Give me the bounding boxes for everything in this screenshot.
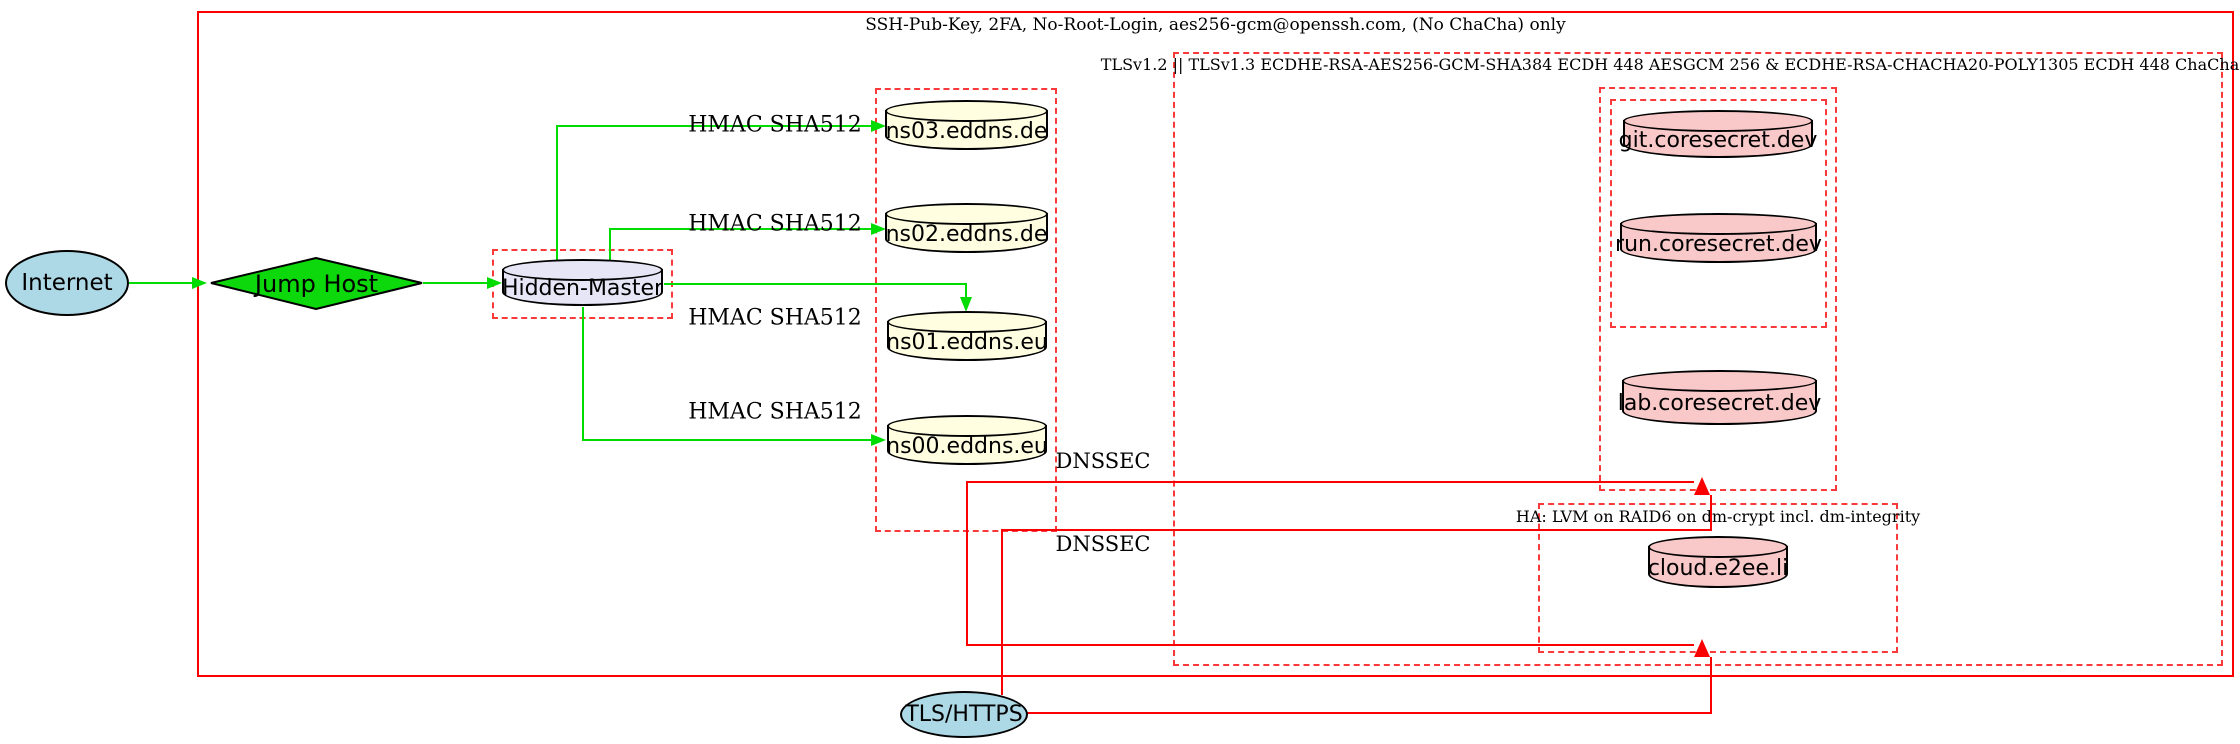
edge-master-ns03-h xyxy=(556,125,872,127)
cluster-ha-label: HA: LVM on RAID6 on dm-crypt incl. dm-in… xyxy=(1515,507,1921,526)
edge-label-dnssec-1: DNSSEC xyxy=(1055,449,1151,473)
node-cloud: cloud.e2ee.li xyxy=(1648,536,1788,588)
edge-label-hmac-1: HMAC SHA512 xyxy=(688,112,862,138)
node-ns03: ns03.eddns.de xyxy=(885,100,1048,150)
ns02-cylinder-top xyxy=(885,203,1048,225)
arrowhead-ha-cluster xyxy=(1694,639,1710,657)
node-ns01-label: ns01.eddns.eu xyxy=(886,329,1048,355)
edge-master-ns03-v xyxy=(556,126,558,261)
edge-internet-jumphost xyxy=(129,282,193,284)
node-run: run.coresecret.dev xyxy=(1615,213,1822,263)
edge-tls-services-up xyxy=(1710,495,1712,531)
lab-cylinder-top xyxy=(1622,370,1817,392)
cluster-tls: TLSv1.2 || TLSv1.3 ECDHE-RSA-AES256-GCM-… xyxy=(1101,52,2240,666)
arrowhead-master xyxy=(487,277,502,289)
node-ns02: ns02.eddns.de xyxy=(885,203,1048,253)
arrowhead-jumphost xyxy=(192,277,207,289)
arrowhead-ns01 xyxy=(960,297,972,312)
node-jump-host: Jump Host xyxy=(210,256,423,311)
edge-label-hmac-4: HMAC SHA512 xyxy=(688,399,862,425)
node-hidden-master-label: Hidden-Master xyxy=(501,276,664,301)
edge-label-hmac-3: HMAC SHA512 xyxy=(688,305,862,331)
hidden-master-cylinder-top xyxy=(502,259,663,281)
arrowhead-ns02 xyxy=(871,223,886,235)
node-hidden-master: Hidden-Master xyxy=(502,259,663,306)
node-jump-host-label: Jump Host xyxy=(254,269,379,298)
run-cylinder-top xyxy=(1620,213,1817,235)
cloud-cylinder-top xyxy=(1648,536,1788,558)
ns03-cylinder-top xyxy=(885,100,1048,122)
node-tls-https: TLS/HTTPS xyxy=(900,691,1028,738)
cluster-ssh-label: SSH-Pub-Key, 2FA, No-Root-Login, aes256-… xyxy=(865,15,1566,35)
edge-dnssec-shared-v xyxy=(966,481,968,645)
edge-tls-ha-h xyxy=(1026,712,1712,714)
edge-master-ns02-v xyxy=(609,229,611,261)
edge-dnssec-services-h xyxy=(966,481,1694,483)
jump-host-diamond-shape xyxy=(210,256,423,311)
edge-master-ns01-h xyxy=(664,283,967,285)
node-cloud-label: cloud.e2ee.li xyxy=(1647,555,1789,581)
node-git-label: git.coresecret.dev xyxy=(1618,127,1818,153)
edge-tls-services-h xyxy=(1001,529,1712,531)
edge-label-hmac-2: HMAC SHA512 xyxy=(688,211,862,237)
cluster-ssh: SSH-Pub-Key, 2FA, No-Root-Login, aes256-… xyxy=(197,11,2234,677)
cluster-ha: HA: LVM on RAID6 on dm-crypt incl. dm-in… xyxy=(1516,503,1920,653)
node-lab: lab.coresecret.dev xyxy=(1617,370,1822,425)
edge-label-dnssec-2: DNSSEC xyxy=(1055,532,1151,556)
arrowhead-ns00 xyxy=(871,434,886,446)
node-internet: Internet xyxy=(5,250,129,316)
edge-jumphost-master xyxy=(423,282,488,284)
edge-dnssec-ha-h xyxy=(966,644,1694,646)
edge-tls-ha-up xyxy=(1710,657,1712,714)
git-cylinder-top xyxy=(1623,110,1813,132)
ns00-cylinder-top xyxy=(887,415,1047,437)
arrowhead-ns03 xyxy=(871,120,886,132)
node-ns03-label: ns03.eddns.de xyxy=(885,118,1048,144)
edge-master-ns00-h xyxy=(582,439,872,441)
cluster-services-inner xyxy=(1610,99,1827,328)
edge-master-ns00-v xyxy=(582,307,584,440)
edge-master-ns01-v xyxy=(965,283,967,297)
node-lab-label: lab.coresecret.dev xyxy=(1617,391,1822,416)
edge-master-ns02-h xyxy=(609,228,872,230)
node-git: git.coresecret.dev xyxy=(1618,110,1818,158)
ns01-cylinder-top xyxy=(887,311,1047,333)
cluster-tls-label: TLSv1.2 || TLSv1.3 ECDHE-RSA-AES256-GCM-… xyxy=(1100,55,2240,74)
arrowhead-services-cluster xyxy=(1694,477,1710,495)
node-ns02-label: ns02.eddns.de xyxy=(885,221,1048,247)
node-ns00: ns00.eddns.eu xyxy=(886,415,1048,465)
cluster-services-outer xyxy=(1599,87,1837,491)
node-ns01: ns01.eddns.eu xyxy=(886,311,1048,361)
node-ns00-label: ns00.eddns.eu xyxy=(886,433,1048,459)
node-run-label: run.coresecret.dev xyxy=(1615,231,1822,257)
edge-tls-services-v xyxy=(1001,530,1003,695)
